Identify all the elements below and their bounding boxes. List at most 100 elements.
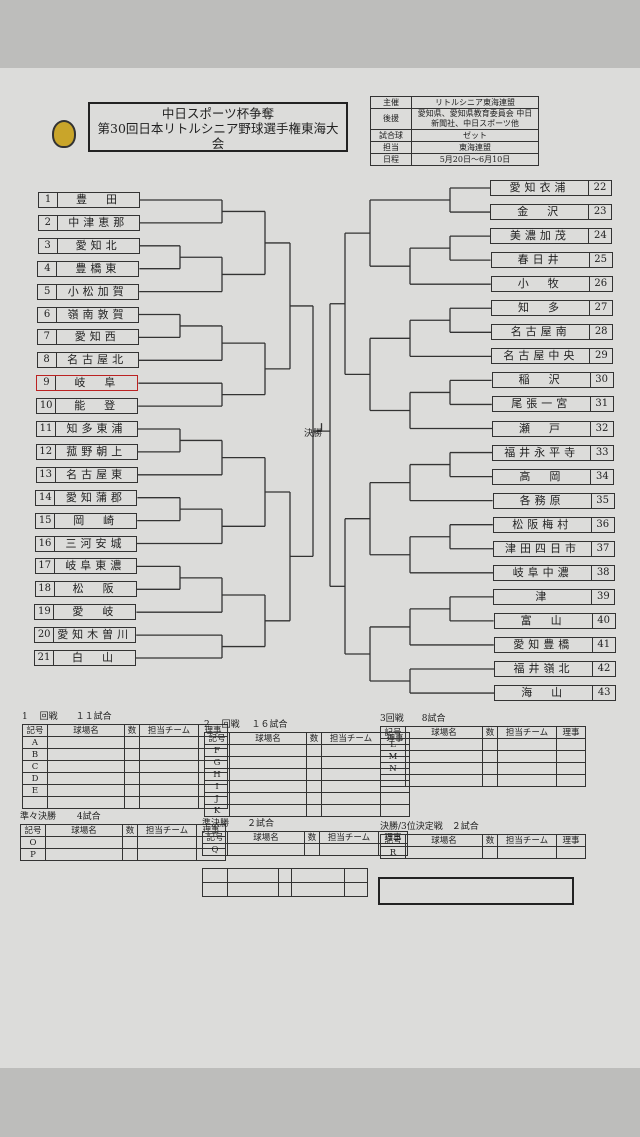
- schedule-cell[interactable]: [47, 736, 125, 749]
- schedule-cell[interactable]: [306, 780, 322, 793]
- schedule-cell[interactable]: [304, 843, 320, 856]
- schedule-cell[interactable]: [47, 760, 125, 773]
- schedule-cell[interactable]: [124, 784, 140, 797]
- schedule-cell[interactable]: [405, 762, 483, 775]
- schedule-cell[interactable]: [229, 756, 307, 769]
- schedule-cell[interactable]: [306, 792, 322, 805]
- schedule-cell[interactable]: [482, 846, 498, 859]
- schedule-cell[interactable]: [405, 738, 483, 751]
- schedule-cell[interactable]: [482, 738, 498, 751]
- schedule-cell[interactable]: [380, 792, 410, 805]
- schedule-cell[interactable]: [229, 744, 307, 757]
- schedule-cell[interactable]: [229, 804, 307, 817]
- schedule-cell[interactable]: [321, 792, 381, 805]
- schedule-cell[interactable]: [482, 750, 498, 763]
- schedule-cell[interactable]: [321, 768, 381, 781]
- schedule-cell[interactable]: [482, 762, 498, 775]
- schedule-cell[interactable]: [124, 796, 140, 809]
- schedule-cell[interactable]: [122, 836, 138, 849]
- schedule-cell[interactable]: [139, 736, 199, 749]
- schedule-cell[interactable]: [47, 784, 125, 797]
- schedule-cell[interactable]: [556, 774, 586, 787]
- schedule-cell[interactable]: [497, 762, 557, 775]
- schedule-cell[interactable]: [137, 848, 197, 861]
- schedule-cell[interactable]: [556, 846, 586, 859]
- schedule-cell[interactable]: [306, 768, 322, 781]
- schedule-cell[interactable]: [47, 796, 125, 809]
- schedule-cell[interactable]: [556, 762, 586, 775]
- schedule-cell[interactable]: [556, 738, 586, 751]
- schedule-cell[interactable]: [306, 756, 322, 769]
- schedule-cell[interactable]: [139, 772, 199, 785]
- schedule-cell[interactable]: [306, 744, 322, 757]
- schedule-cell[interactable]: [122, 848, 138, 861]
- schedule-cell[interactable]: [497, 738, 557, 751]
- schedule-cell[interactable]: [45, 836, 123, 849]
- schedule-cell[interactable]: [227, 843, 305, 856]
- schedule-cell[interactable]: [497, 750, 557, 763]
- schedule-cell[interactable]: [139, 748, 199, 761]
- schedule-cell[interactable]: [139, 784, 199, 797]
- schedule-cell[interactable]: [321, 804, 381, 817]
- schedule-cell[interactable]: [124, 760, 140, 773]
- schedule-cell[interactable]: [306, 804, 322, 817]
- schedule-cell[interactable]: [482, 774, 498, 787]
- schedule-cell[interactable]: [229, 792, 307, 805]
- schedule-cell[interactable]: [47, 748, 125, 761]
- schedule-cell[interactable]: [124, 772, 140, 785]
- schedule-cell[interactable]: [321, 756, 381, 769]
- schedule-cell[interactable]: [321, 780, 381, 793]
- schedule-cell[interactable]: [45, 848, 123, 861]
- schedule-cell[interactable]: [47, 772, 125, 785]
- schedule-cell[interactable]: [139, 796, 199, 809]
- schedule-cell[interactable]: [124, 736, 140, 749]
- schedule-cell[interactable]: [497, 774, 557, 787]
- schedule-cell[interactable]: [405, 774, 483, 787]
- schedule-cell[interactable]: [319, 843, 379, 856]
- schedule-cell[interactable]: [380, 804, 410, 817]
- schedule-cell[interactable]: [556, 750, 586, 763]
- schedule-cell[interactable]: [124, 748, 140, 761]
- schedule-cell[interactable]: [405, 846, 483, 859]
- schedule-cell[interactable]: [137, 836, 197, 849]
